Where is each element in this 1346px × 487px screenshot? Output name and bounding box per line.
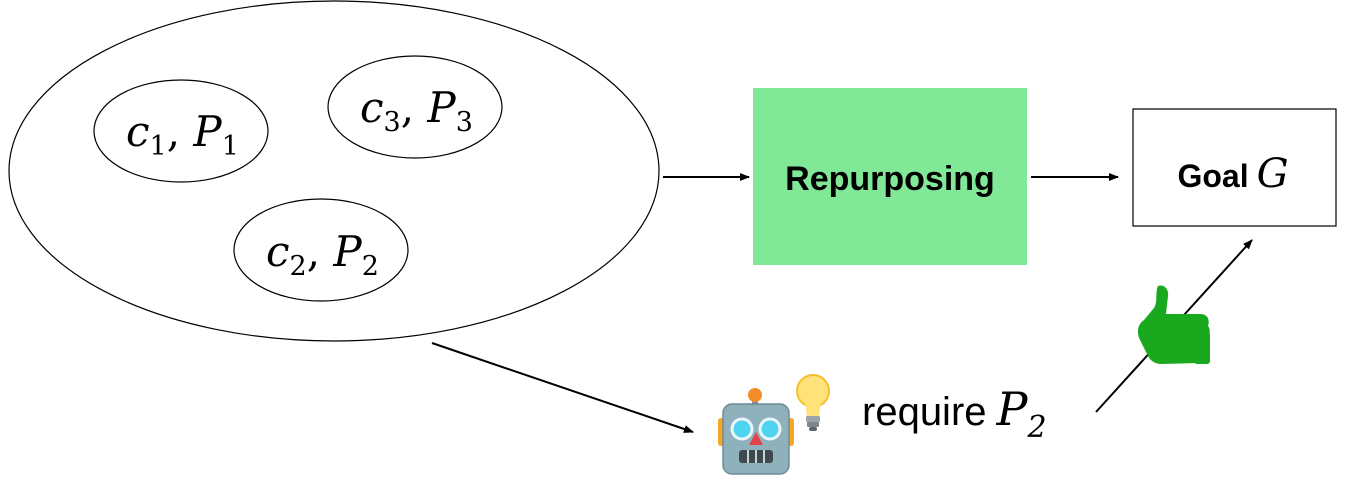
component-label-1: c1, P1 xyxy=(126,107,239,162)
repurposing-box xyxy=(753,88,1027,265)
component-pool-ellipse xyxy=(8,0,660,342)
goal-box xyxy=(1132,108,1337,227)
component-ellipse-1 xyxy=(93,79,269,183)
component-ellipse-2 xyxy=(233,198,409,302)
robot-icon xyxy=(718,388,794,475)
repurposing-label: Repurposing xyxy=(785,160,995,198)
thumbs-up-icon xyxy=(1137,285,1210,364)
arrow-pool-to-robot xyxy=(431,342,694,433)
light-bulb-icon xyxy=(796,374,830,431)
component-label-3: c3, P3 xyxy=(360,83,473,138)
component-ellipse-3 xyxy=(327,55,503,159)
component-label-2: c2, P2 xyxy=(266,227,379,282)
